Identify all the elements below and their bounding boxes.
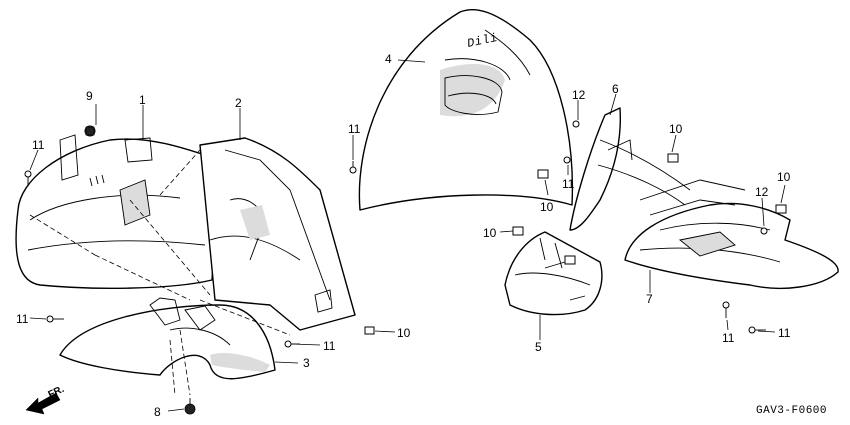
screw-11-top-center bbox=[349, 161, 357, 174]
clip-10-far-right bbox=[775, 204, 787, 214]
callout-1: 1 bbox=[139, 93, 146, 107]
callout-8: 8 bbox=[154, 405, 161, 419]
callout-10-b: 10 bbox=[540, 200, 554, 214]
leader-lines bbox=[29, 59, 786, 412]
part-7-side-cover bbox=[624, 179, 839, 290]
callouts: 1 2 3 4 5 6 7 8 9 10 10 10 10 10 11 11 1… bbox=[16, 52, 791, 419]
screw-11-center bbox=[563, 156, 571, 164]
clip-10-nose-top bbox=[564, 255, 576, 265]
part-1-inner-fender bbox=[15, 134, 221, 289]
screw-11-right-a bbox=[722, 301, 730, 318]
clip-10-mid bbox=[364, 326, 375, 335]
part-3-front-fender bbox=[59, 297, 276, 380]
callout-6: 6 bbox=[612, 82, 619, 96]
callout-10-c: 10 bbox=[483, 226, 497, 240]
callout-11-g: 11 bbox=[778, 326, 791, 340]
screw-11-bottom-left bbox=[46, 315, 64, 323]
screw-12-right bbox=[760, 227, 768, 235]
callout-7: 7 bbox=[646, 292, 653, 306]
bolt-8 bbox=[184, 398, 196, 415]
callout-10-a: 10 bbox=[397, 326, 411, 340]
clip-10-center bbox=[537, 169, 549, 179]
part-6-bracket bbox=[569, 107, 691, 231]
callout-11-e: 11 bbox=[562, 177, 575, 191]
alignment-lines bbox=[29, 149, 291, 396]
callout-11-b: 11 bbox=[348, 122, 361, 136]
part-5-lower-nose bbox=[504, 231, 603, 316]
clip-10-right-top bbox=[667, 153, 679, 163]
callout-4: 4 bbox=[385, 52, 392, 66]
callout-11-a: 11 bbox=[32, 138, 45, 152]
callout-10-e: 10 bbox=[777, 170, 791, 184]
screw-12-top bbox=[572, 120, 580, 128]
callout-3: 3 bbox=[303, 356, 310, 370]
callout-2: 2 bbox=[235, 96, 242, 110]
diagram-code: GAV3-F0600 bbox=[756, 405, 827, 417]
callout-10-d: 10 bbox=[669, 122, 683, 136]
callout-5: 5 bbox=[535, 340, 542, 354]
direction-label: FR. bbox=[47, 384, 66, 401]
callout-9: 9 bbox=[86, 89, 93, 103]
callout-12-a: 12 bbox=[572, 88, 586, 102]
hardware bbox=[24, 120, 787, 415]
callout-11-f: 11 bbox=[722, 331, 735, 345]
svg-text:Dili: Dili bbox=[466, 31, 499, 51]
part-4-front-cover: Dili bbox=[358, 9, 574, 211]
callout-11-c: 11 bbox=[16, 312, 29, 326]
front-direction-arrow: FR. bbox=[25, 384, 66, 415]
screw-11-right-b bbox=[748, 326, 766, 334]
clip-10-left-nose bbox=[512, 226, 524, 236]
callout-11-d: 11 bbox=[323, 339, 336, 353]
part-2-inner-panel bbox=[199, 137, 356, 331]
bolt-9 bbox=[84, 125, 96, 137]
callout-12-b: 12 bbox=[755, 185, 769, 199]
screw-11-left bbox=[24, 170, 32, 186]
